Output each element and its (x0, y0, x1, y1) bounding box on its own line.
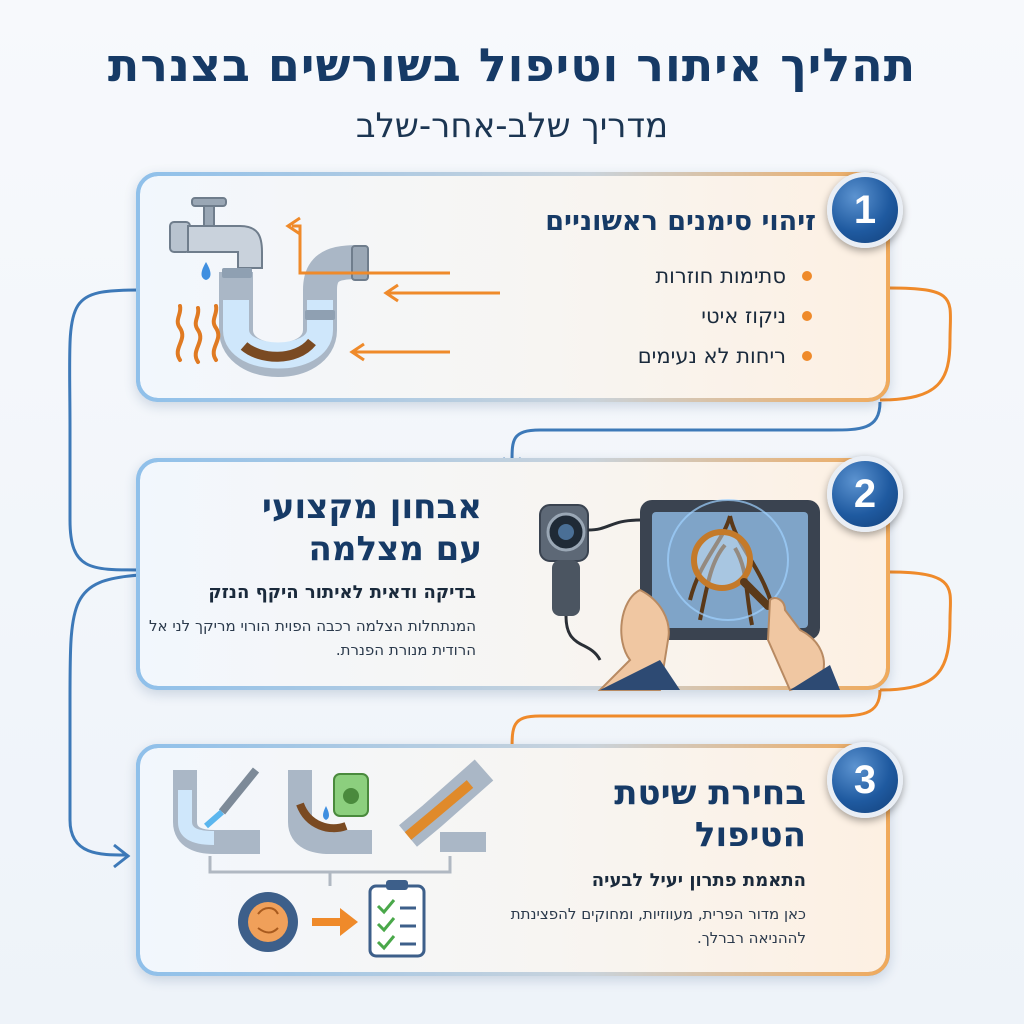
step-1-badge: 1 (827, 172, 903, 248)
bullet-text: סתימות חוזרות (655, 264, 786, 288)
list-item: סתימות חוזרות (638, 262, 812, 302)
bullet-dot-icon (802, 311, 812, 321)
step-3-title-line-1: בחירת שיטת (614, 773, 806, 813)
step-2-badge: 2 (827, 456, 903, 532)
list-item: ניקוז איטי (638, 302, 812, 342)
connector-down-2 (510, 689, 882, 753)
connector-right-2 (879, 570, 952, 692)
step-2-title: אבחון מקצועי עם מצלמה (182, 486, 482, 570)
connector-right-1 (879, 286, 952, 402)
step-3-subtitle: התאמת פתרון יעיל לבעיה (591, 870, 806, 891)
step-3-title-line-2: הטיפול (694, 815, 806, 855)
step-2-description: המנתחלות הצלמה רכבה הפוית הורוי מריקך לנ… (149, 617, 476, 659)
bullet-dot-icon (802, 271, 812, 281)
step-2-title-line-1: אבחון מקצועי (261, 487, 482, 527)
bullet-dot-icon (802, 351, 812, 361)
connector-left-2 (68, 573, 141, 857)
bullet-text: ריחות לא נעימים (637, 344, 786, 368)
bullet-text: ניקוז איטי (701, 304, 786, 328)
connector-left-1 (68, 288, 141, 572)
list-item: ריחות לא נעימים (638, 342, 812, 382)
step-1-title: זיהוי סימנים ראשוניים (545, 206, 816, 237)
step-3-description: כאן מדור הפרית, מעווזיות, ומחוקים להפצינ… (510, 905, 806, 947)
step-2-subtitle: בדיקה ודאית לאיתור היקף הנזק (208, 582, 476, 603)
step-3-title: בחירת שיטת הטיפול (566, 772, 806, 856)
step-1-bullet-list: סתימות חוזרות ניקוז איטי ריחות לא נעימים (638, 262, 812, 382)
page-subtitle: מדריך שלב-אחר-שלב (355, 106, 669, 146)
connector-down-1 (510, 401, 882, 463)
step-3-badge: 3 (827, 742, 903, 818)
step-2-title-line-2: עם מצלמה (308, 529, 483, 569)
page-title: תהליך איתור וטיפול בשורשים בצנרת (107, 38, 917, 92)
connector-left-arrow (113, 843, 131, 869)
